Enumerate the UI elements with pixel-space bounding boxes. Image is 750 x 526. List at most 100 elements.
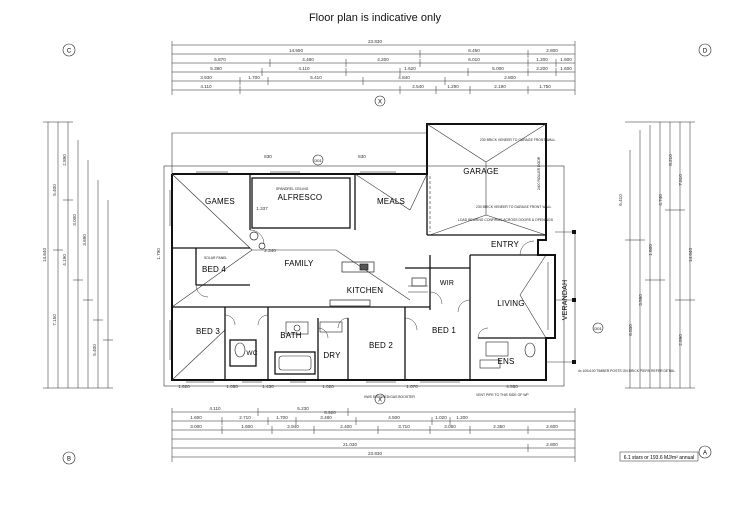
dim-top-3b: 4.480 <box>302 57 314 62</box>
dim-bot-overall: 23.830 <box>368 451 382 456</box>
plan-dim-8: 1.430 <box>262 384 274 389</box>
note-spandrel: SPANDREL CEILING <box>276 187 309 191</box>
grid-label-d: D <box>703 49 708 55</box>
room-label-garage: GARAGE <box>463 167 498 176</box>
detail-label-top: D01 <box>314 158 322 163</box>
basin-icon <box>293 324 301 332</box>
dim-top-4d: 5.000 <box>492 66 504 71</box>
kitchen-island <box>341 261 375 273</box>
room-label-wc: WC <box>246 350 257 357</box>
dim-right-d: 4.740 <box>658 194 663 206</box>
dim-top-3d: 6.010 <box>468 57 480 62</box>
dim-right-a: 7.810 <box>678 174 683 186</box>
dim-top-5e: 2.800 <box>504 75 516 80</box>
dim-left-d: 4.190 <box>62 254 67 266</box>
dim-top-4b: 4.110 <box>298 66 310 71</box>
room-label-living: LIVING <box>497 299 524 308</box>
dim-bot-4d: 3.480 <box>320 415 332 420</box>
dim-top-4e: 2.200 <box>536 66 548 71</box>
door-swings <box>195 229 535 339</box>
plan-dim-9: 1.020 <box>322 384 334 389</box>
ens-toilet-icon <box>524 342 536 358</box>
dim-left-a: 5.400 <box>52 184 57 196</box>
top-dimension-labels: 23.830 14.550 6.450 2.800 5.870 4.480 4.… <box>200 39 572 89</box>
dim-bot-5c: 8.920 <box>324 410 336 415</box>
plan-dim-7: 1.050 <box>226 384 238 389</box>
dim-top-3f: 1.600 <box>560 57 572 62</box>
grid-label-c: C <box>67 49 72 55</box>
dim-bot-5a: 4.110 <box>209 406 221 411</box>
room-label-kitchen: KITCHEN <box>347 286 384 295</box>
note-load-bearing: LOAD BEARING CONFIRMS ACROSS DOORS & OPE… <box>458 218 554 222</box>
dim-top-2b: 6.450 <box>468 48 480 53</box>
grid-bubble-c <box>62 43 76 57</box>
dim-left-g: 5.400 <box>92 344 97 356</box>
grid-bubble-d <box>698 43 712 57</box>
dim-top-5a: 3.930 <box>200 75 212 80</box>
dim-left-e: 3.000 <box>72 214 77 226</box>
dim-right-f: 3.580 <box>638 294 643 306</box>
note-roller-door: 2400 ROLLER DOOR <box>537 156 541 190</box>
detail-label-right: D01 <box>594 326 602 331</box>
dim-top-6a: 4.110 <box>200 84 212 89</box>
section-label-bottom: X <box>378 398 382 404</box>
room-label-bed3: BED 3 <box>196 327 220 336</box>
room-label-ens: ENS <box>497 357 514 366</box>
dim-bot-3d: 2.400 <box>340 424 352 429</box>
note-solar: SOLAR PANEL <box>204 256 227 260</box>
note-vent-pipe: VENT PIPE TO THIS SIDE OF WP <box>476 393 529 397</box>
plan-dim-11: 4.550 <box>506 384 518 389</box>
shower-icon <box>485 341 509 357</box>
detail-bubble-top <box>312 154 324 166</box>
dim-bot-3a: 3.000 <box>190 424 202 429</box>
right-dimension-lines <box>625 121 695 389</box>
dim-top-4c: 1.620 <box>404 66 416 71</box>
top-dimension-lines <box>171 41 576 95</box>
room-label-verandah: VERANDAH <box>562 280 569 321</box>
laundry-trough-icon <box>319 321 343 333</box>
kitchen-fittings <box>249 231 427 307</box>
grid-label-a: A <box>703 451 707 457</box>
dim-left-b: 7.150 <box>52 314 57 326</box>
room-label-entry: ENTRY <box>491 240 519 249</box>
roof-and-eaves-lines <box>163 123 576 387</box>
internal-walls <box>172 174 546 380</box>
detail-bubble-right <box>592 322 604 334</box>
energy-rating-text: 6.1 stars or 193.6 MJ/m² annual <box>624 455 695 461</box>
plan-dim-4: 830 <box>358 154 366 159</box>
bathtub-icon <box>278 355 312 371</box>
room-label-dry: DRY <box>323 351 341 360</box>
dim-top-3c: 4.200 <box>377 57 389 62</box>
dim-left-f: 3.690 <box>82 234 87 246</box>
dim-top-4f: 1.600 <box>560 66 572 71</box>
left-dimension-labels: 14.640 5.400 7.150 2.890 4.190 3.000 3.6… <box>42 154 97 356</box>
section-label-top: X <box>378 100 382 106</box>
dim-right-g: 6.830 <box>628 324 633 336</box>
dim-bot-5b: 5.230 <box>297 406 309 411</box>
room-label-bed4: BED 4 <box>202 265 226 274</box>
room-label-meals: MEALS <box>377 197 405 206</box>
dim-top-6b: 2.540 <box>412 84 424 89</box>
dim-left-c: 2.890 <box>62 154 67 166</box>
dim-top-2a: 14.550 <box>289 48 303 53</box>
plan-dim-1: 1.337 <box>256 206 268 211</box>
dim-top-5b: 1.700 <box>248 75 260 80</box>
section-bubble-bottom <box>374 393 386 405</box>
dim-bot-4g: 1.200 <box>456 415 468 420</box>
dim-top-5c: 5.410 <box>310 75 322 80</box>
dim-top-6e: 1.750 <box>539 84 551 89</box>
ens-vanity-icon <box>479 359 501 369</box>
dim-right-e: 1.600 <box>648 244 653 256</box>
plan-dim-6: 1.620 <box>178 384 190 389</box>
left-dimension-lines <box>43 121 113 389</box>
note-garage-veneer: 230 BRICK VENEER TO GARAGE FRONT WALL <box>480 138 556 142</box>
note-booster: HWS EXPOSED/GAS BOOSTER <box>364 395 415 399</box>
windows <box>169 171 549 383</box>
dim-right-h: 6.410 <box>618 194 623 206</box>
dim-bot-4a: 1.600 <box>190 415 202 420</box>
dim-top-3e: 1.200 <box>536 57 548 62</box>
dim-bot-3f: 3.050 <box>444 424 456 429</box>
dim-bot-4b: 2.710 <box>239 415 251 420</box>
room-label-alfresco: ALFRESCO <box>278 193 323 202</box>
